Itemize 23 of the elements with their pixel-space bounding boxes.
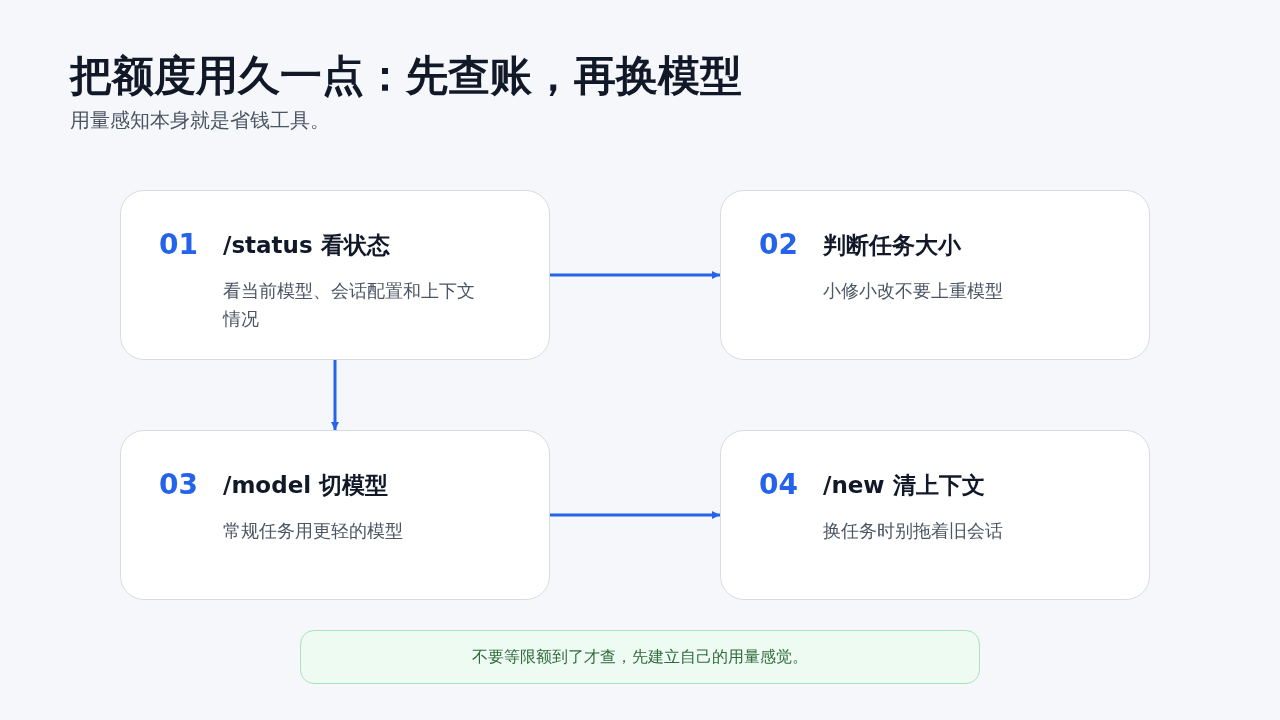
step-card	[120, 430, 550, 600]
step-card	[120, 190, 550, 360]
step-number: 04	[759, 467, 799, 503]
step-number: 03	[159, 467, 199, 503]
note-banner	[300, 630, 980, 684]
step-number: 02	[759, 227, 799, 263]
page-title: 把额度用久一点：先查账，再换模型	[70, 50, 742, 102]
arrow	[331, 360, 339, 430]
step-number: 01	[159, 227, 199, 263]
arrow	[550, 511, 720, 519]
note-text: 不要等限额到了才查，先建立自己的用量感觉。	[472, 646, 808, 668]
step-description: 换任务时别拖着旧会话	[823, 519, 1004, 543]
step-card	[720, 430, 1150, 600]
step-title: /model 切模型	[223, 471, 390, 500]
step-description: 小修小改不要上重模型	[823, 279, 1004, 303]
step-description: 常规任务用更轻的模型	[223, 519, 404, 543]
step-card	[720, 190, 1150, 360]
arrow	[550, 271, 720, 279]
step-title: /status 看状态	[223, 231, 391, 260]
step-title: 判断任务大小	[823, 231, 962, 260]
step-description: 看当前模型、会话配置和上下文情况	[223, 279, 476, 331]
subtitle: 用量感知本身就是省钱工具。	[70, 107, 330, 134]
step-title: /new 清上下文	[823, 471, 986, 500]
